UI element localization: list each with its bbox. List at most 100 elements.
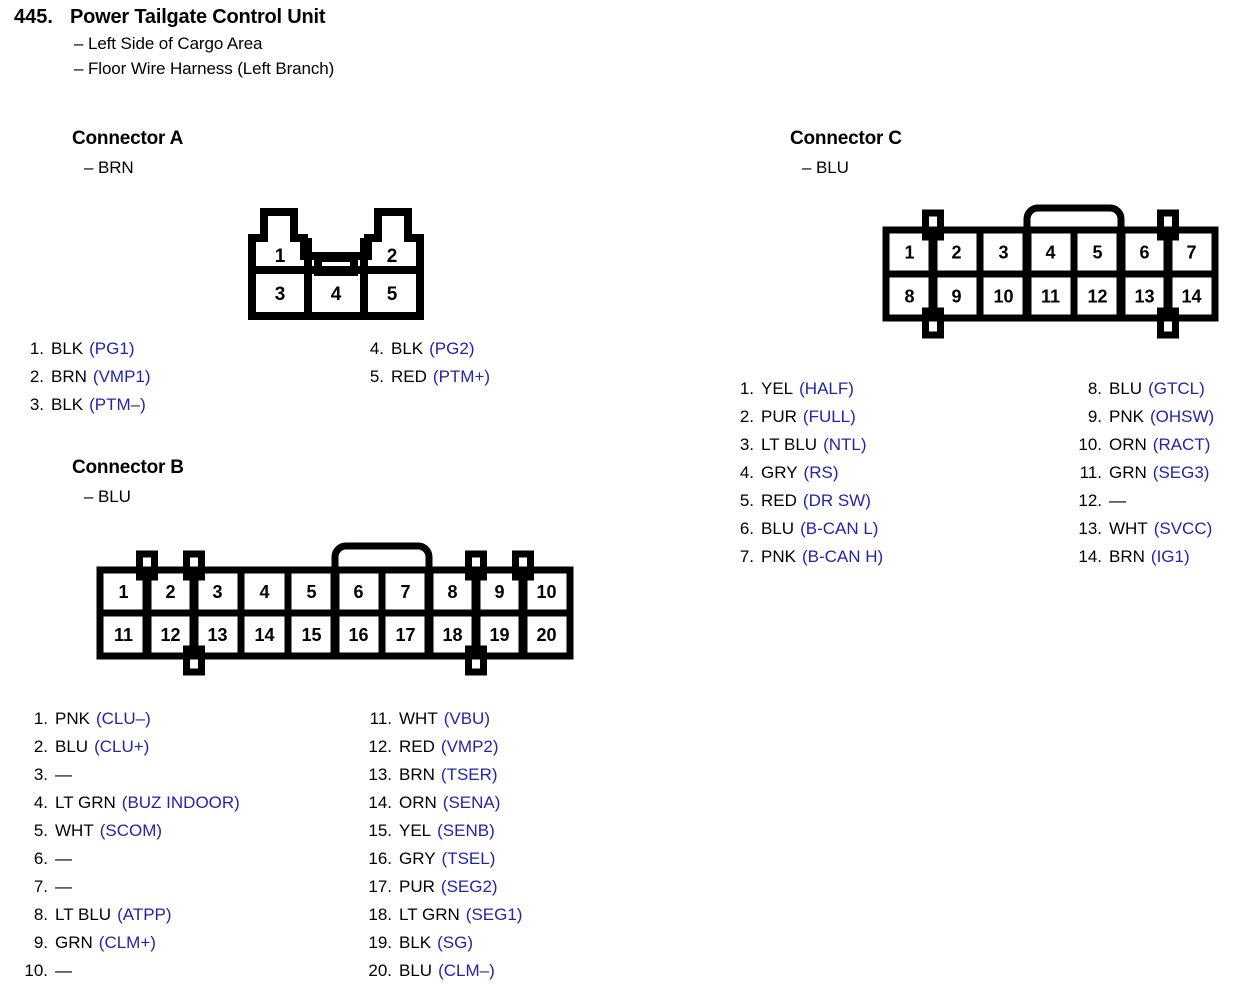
pin-wire-color: BRN [51,367,87,386]
pin-signal-name: (SENA) [442,793,501,812]
pin-row: 5.RED(PTM+) [358,368,578,385]
connector-b-pins-right: 11.WHT(VBU)12.RED(VMP2)13.BRN(TSER)14.OR… [358,710,638,979]
pin-number: 8. [33,905,48,924]
pin-wire-color: RED [399,737,435,756]
connector-b-pin-list: 1.PNK(CLU–)2.BLU(CLU+)3.—4.LT GRN(BUZ IN… [18,710,638,979]
pin-signal-name: (RS) [803,463,839,482]
pin-signal-name: (CLM–) [438,961,495,980]
connector-b-heading: Connector B – BLU [72,457,184,507]
connector-a-pin-1: 1 [275,246,286,267]
connector-a-pin-list: 1.BLK(PG1)2.BRN(VMP1)3.BLK(PTM–) 4.BLK(P… [18,340,578,413]
connector-pin-number: 6 [353,582,363,602]
pin-row: 18.LT GRN(SEG1) [358,906,638,923]
pin-unused: — [1109,491,1126,510]
pin-wire-color: BLU [399,961,433,980]
pin-wire-color: YEL [761,379,794,398]
connector-a-diagram: 1 2 3 4 5 [248,208,424,320]
connector-c-pin-list: 1.YEL(HALF)2.PUR(FULL)3.LT BLU(NTL)4.GRY… [728,380,1246,565]
pin-row: 17.PUR(SEG2) [358,878,638,895]
pin-row: 12.— [1068,492,1246,509]
pin-wire-color: YEL [399,821,432,840]
pin-wire-color: BLU [55,737,89,756]
pin-signal-name: (PG2) [429,339,475,358]
connector-pin-number: 12 [1087,286,1107,306]
pin-number: 12. [368,737,392,756]
connector-pin-number: 9 [494,582,504,602]
connector-c-pins-right: 8.BLU(GTCL)9.PNK(OHSW)10.ORN(RACT)11.GRN… [1068,380,1246,565]
pin-signal-name: (B-CAN L) [800,519,879,538]
pin-number: 19. [368,933,392,952]
page-number: 445. [14,6,53,28]
pin-number: 7. [739,547,754,566]
pin-number: 5. [33,821,48,840]
connector-pin-number: 2 [951,242,961,262]
pin-row: 10.— [18,962,358,979]
pin-wire-color: GRY [761,463,798,482]
pin-wire-color: PNK [761,547,796,566]
connector-pin-number: 3 [212,582,222,602]
pin-signal-name: (TSER) [440,765,498,784]
pin-signal-name: (SCOM) [99,821,163,840]
pin-wire-color: BLK [51,339,84,358]
connector-b-pins-left: 1.PNK(CLU–)2.BLU(CLU+)3.—4.LT GRN(BUZ IN… [18,710,358,979]
connector-pin-number: 11 [114,625,133,645]
pin-number: 17. [368,877,392,896]
pin-signal-name: (SVCC) [1153,519,1213,538]
pin-wire-color: WHT [1109,519,1148,538]
pin-wire-color: BLK [391,339,424,358]
pin-number: 5. [739,491,754,510]
connector-pin-number: 8 [904,286,914,306]
connector-pin-number: 12 [160,625,180,645]
pin-unused: — [55,765,72,784]
pin-number: 11. [369,709,392,728]
pin-signal-name: (TSEL) [441,849,496,868]
pin-row: 13.WHT(SVCC) [1068,520,1246,537]
page-subtitle-2: – Floor Wire Harness (Left Branch) [74,59,335,78]
pin-wire-color: BRN [399,765,435,784]
pin-number: 3. [33,765,48,784]
pin-signal-name: (VBU) [443,709,490,728]
pin-signal-name: (NTL) [823,435,867,454]
connector-a-pin-3: 3 [275,284,286,305]
connector-a-pin-2: 2 [387,246,398,267]
pin-signal-name: (RACT) [1152,435,1211,454]
pin-number: 8. [1087,379,1102,398]
connector-c-title: Connector C [790,128,902,149]
pin-signal-name: (PTM+) [432,367,491,386]
pin-number: 14. [368,793,392,812]
pin-signal-name: (IG1) [1150,547,1190,566]
connector-pin-number: 16 [348,625,368,645]
pin-wire-color: WHT [399,709,438,728]
pin-wire-color: BLU [761,519,795,538]
pin-signal-name: (VMP2) [440,737,499,756]
pin-number: 11. [1079,463,1102,482]
page-subtitle-1: – Left Side of Cargo Area [74,34,263,53]
pin-row: 2.BRN(VMP1) [18,368,358,385]
connector-pin-number: 13 [1134,286,1154,306]
pin-wire-color: BLK [51,395,84,414]
connector-pin-number: 2 [165,582,175,602]
pin-wire-color: GRY [399,849,436,868]
pin-row: 11. WHT (VBU) [358,710,638,727]
pin-row: 12. RED (VMP2) [358,738,638,755]
pin-wire-color: LT BLU [55,905,112,924]
connector-a-center-tab [314,254,358,276]
connector-pin-number: 14 [1181,286,1201,306]
pin-wire-color: LT BLU [761,435,818,454]
pin-wire-color: BLU [1109,379,1143,398]
connector-c-pins-left: 1.YEL(HALF)2.PUR(FULL)3.LT BLU(NTL)4.GRY… [728,380,1068,565]
pin-wire-color: ORN [1109,435,1147,454]
pin-number: 20. [368,961,392,980]
pin-row: 3.LT BLU(NTL) [728,436,1068,453]
pin-row: 4.GRY(RS) [728,464,1068,481]
pin-number: 7. [33,877,48,896]
pin-wire-color: PNK [55,709,90,728]
connector-latch-handle [1023,204,1125,230]
connector-pin-number: 7 [1186,242,1196,262]
pin-row: 2.BLU(CLU+) [18,738,358,755]
pin-signal-name: (B-CAN H) [801,547,884,566]
pin-number: 1. [739,379,754,398]
pin-number: 13. [368,765,392,784]
pin-row: 1.BLK(PG1) [18,340,358,357]
